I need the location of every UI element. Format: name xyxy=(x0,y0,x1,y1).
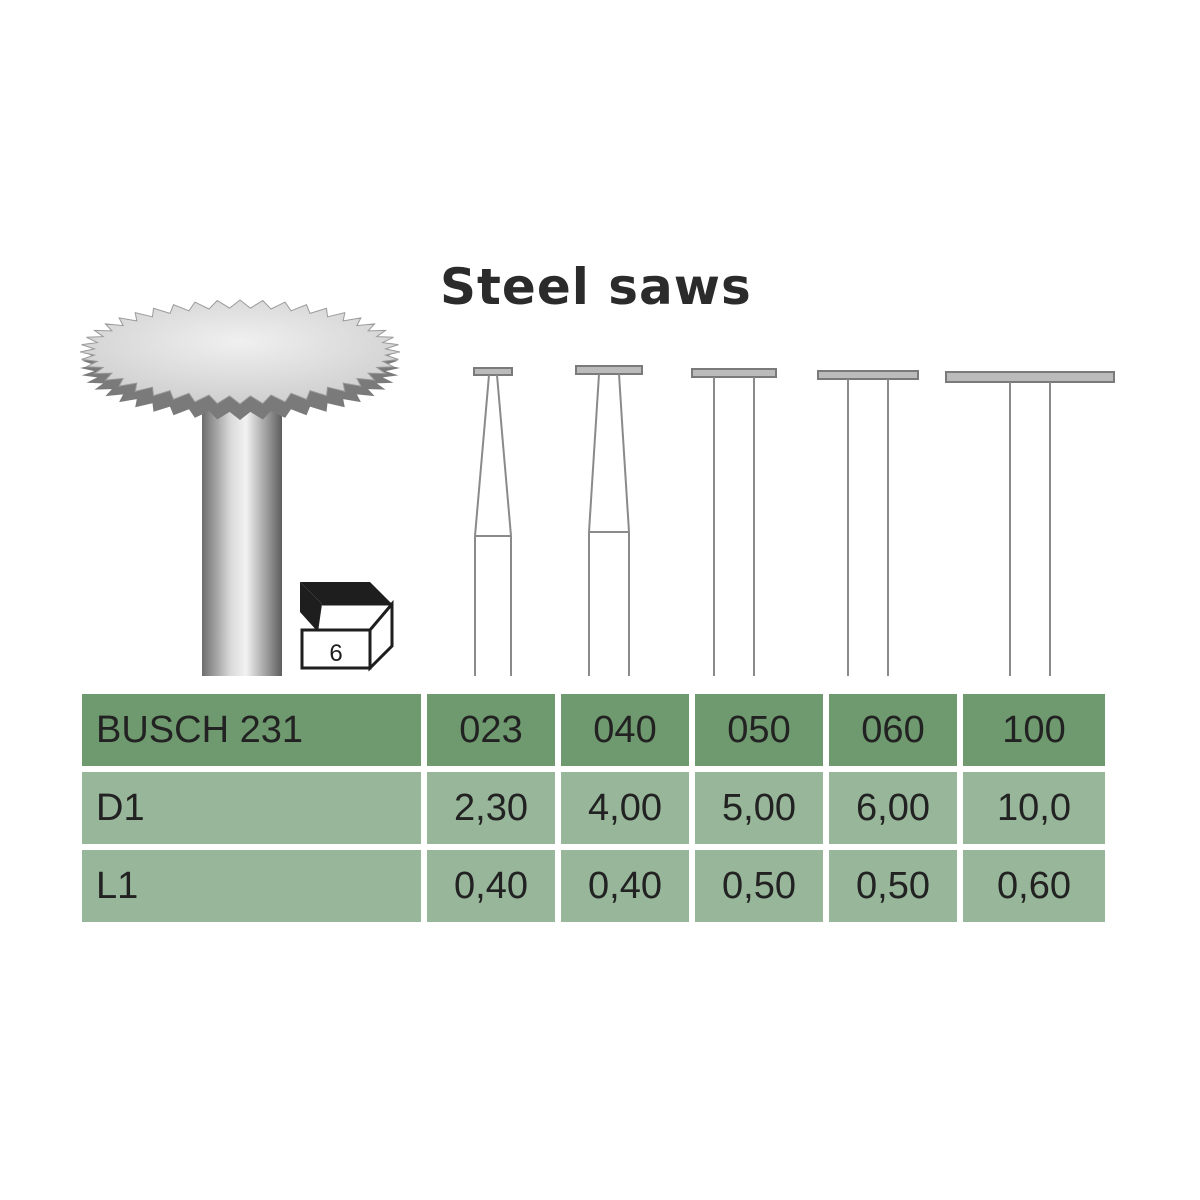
table-cell: 0,40 xyxy=(427,850,555,922)
table-cell: 2,30 xyxy=(427,772,555,844)
header-cell: 060 xyxy=(829,694,957,766)
package-box-icon: 6 xyxy=(300,582,394,672)
steel-saw-disc-icon xyxy=(79,299,401,676)
header-cell: 050 xyxy=(695,694,823,766)
page-title: Steel saws xyxy=(440,258,752,316)
product-illustration: 6 xyxy=(79,299,1115,676)
header-cell: 023 xyxy=(427,694,555,766)
table-cell: 0,50 xyxy=(695,850,823,922)
row-label: L1 xyxy=(82,850,421,922)
header-cell: 040 xyxy=(561,694,689,766)
saw-profile-icon xyxy=(473,365,1115,676)
package-quantity: 6 xyxy=(329,640,342,667)
table-cell: 4,00 xyxy=(561,772,689,844)
header-label: BUSCH 231 xyxy=(82,694,421,766)
row-label: D1 xyxy=(82,772,421,844)
table-header-row: BUSCH 231 023 040 050 060 100 xyxy=(82,694,1105,766)
header-cell: 100 xyxy=(963,694,1105,766)
table-row: D1 2,30 4,00 5,00 6,00 10,0 xyxy=(82,772,1105,844)
table-cell: 0,40 xyxy=(561,850,689,922)
table-cell: 0,50 xyxy=(829,850,957,922)
table-cell: 0,60 xyxy=(963,850,1105,922)
table-cell: 10,0 xyxy=(963,772,1105,844)
table-cell: 6,00 xyxy=(829,772,957,844)
table-cell: 5,00 xyxy=(695,772,823,844)
table-row: L1 0,40 0,40 0,50 0,50 0,60 xyxy=(82,850,1105,922)
spec-table: BUSCH 231 023 040 050 060 100 D1 2,30 4,… xyxy=(76,688,1111,928)
